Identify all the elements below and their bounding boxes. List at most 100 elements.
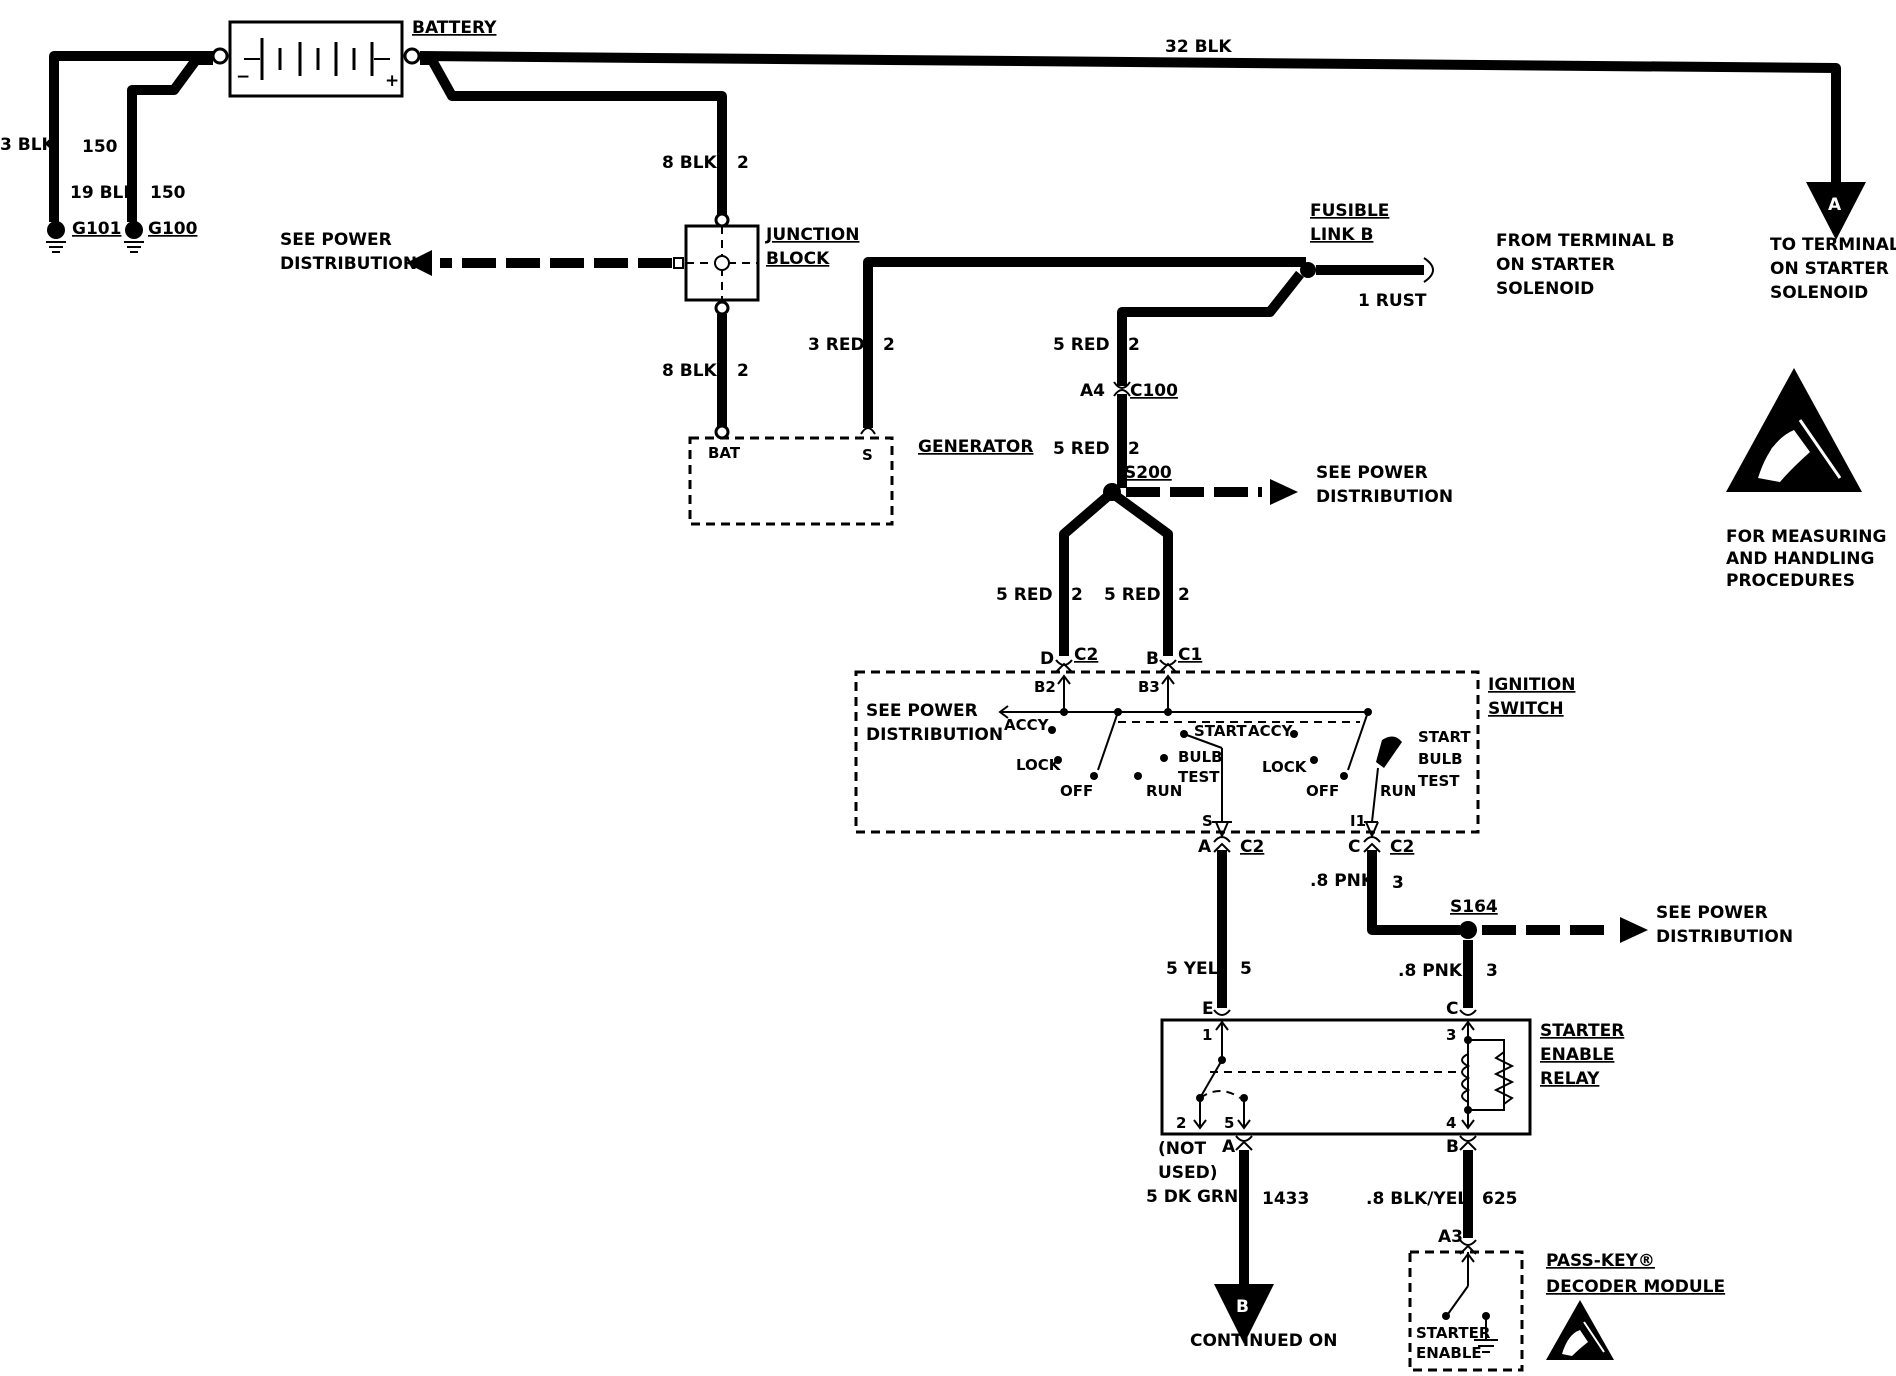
fusible-link-label1: FUSIBLE: [1310, 201, 1389, 221]
generator-wire-label: 3 RED: [808, 335, 865, 355]
battery: − +: [211, 20, 421, 98]
relay-pin-a: A: [1222, 1137, 1236, 1157]
s200-label: S200: [1124, 463, 1172, 483]
ground-g101-icon: [46, 221, 66, 253]
g101-circuit: 150: [82, 137, 118, 157]
ign-c2-label: C2: [1074, 645, 1098, 665]
relay-pin-b: B: [1446, 1137, 1459, 1157]
pnk-1-label: .8 PNK: [1310, 871, 1375, 891]
to-terminal-line3: SOLENOID: [1770, 283, 1868, 303]
relay-label2: ENABLE: [1540, 1045, 1614, 1065]
c100-pin: A4: [1080, 381, 1105, 401]
from-terminal-line3: SOLENOID: [1496, 279, 1594, 299]
ignition-label2: SWITCH: [1488, 699, 1564, 719]
pnk-2-circuit: 3: [1486, 961, 1498, 981]
continued-text: CONTINUED ON: [1190, 1331, 1337, 1351]
jb-bottom-circuit: 2: [737, 361, 749, 381]
s200-see-power-2: DISTRIBUTION: [1316, 487, 1453, 507]
esd-note-line1: FOR MEASURING: [1726, 527, 1886, 547]
starter-enable-relay-box: [1160, 1018, 1532, 1136]
junction-block: [673, 212, 760, 316]
g101-wire-label: 3 BLK: [0, 135, 56, 155]
battery-label: BATTERY: [412, 18, 497, 38]
relay-pin-1: 1: [1202, 1026, 1212, 1044]
from-terminal-line1: FROM TERMINAL B: [1496, 231, 1675, 251]
red-right-circuit: 2: [1178, 585, 1190, 605]
ign-out-i-inner: I1: [1350, 812, 1366, 830]
ign-off-2: OFF: [1306, 782, 1339, 800]
ign-b3: B3: [1138, 678, 1160, 696]
s164-see-power-1: SEE POWER: [1656, 903, 1768, 923]
ign-start-2: START: [1418, 728, 1471, 746]
from-terminal-line2: ON STARTER: [1496, 255, 1615, 275]
red-wire-2-label: 5 RED: [1053, 439, 1110, 459]
ign-out-i-conn: C2: [1390, 837, 1414, 857]
relay-pin-e: E: [1202, 999, 1214, 1019]
ign-c1-pin: B: [1146, 649, 1159, 669]
ign-see-power-2: DISTRIBUTION: [866, 725, 1003, 745]
yel-circuit: 5: [1240, 959, 1252, 979]
wire-5-red-left: [1059, 492, 1112, 656]
svg-text:−: −: [236, 67, 250, 87]
s200-see-power-1: SEE POWER: [1316, 463, 1428, 483]
relay-label3: RELAY: [1540, 1069, 1600, 1089]
relay-pin-c: C: [1446, 999, 1458, 1019]
ign-lock-1: LOCK: [1016, 756, 1062, 774]
red-wire-1-circuit: 2: [1128, 335, 1140, 355]
dkgrn-circuit: 1433: [1262, 1189, 1309, 1209]
ign-bulb-1: BULB: [1178, 748, 1223, 766]
to-terminal-a-arrow: A: [1806, 182, 1866, 240]
yel-label: 5 YEL: [1166, 959, 1219, 979]
jb-see-power-2: DISTRIBUTION: [280, 254, 417, 274]
wire-3-red: [863, 257, 1306, 428]
g100-label: G100: [148, 219, 198, 239]
jb-see-power-1: SEE POWER: [280, 230, 392, 250]
continued-b-arrow: B: [1214, 1284, 1274, 1344]
to-terminal-line1: TO TERMINAL B: [1770, 235, 1896, 255]
arrow-right-icon: [1270, 479, 1298, 505]
blkyel-circuit: 625: [1482, 1189, 1518, 1209]
ign-run-2: RUN: [1380, 782, 1416, 800]
ign-test-2: TEST: [1418, 772, 1460, 790]
svg-text:+: +: [385, 71, 399, 91]
battery-negative-terminal: [211, 47, 229, 65]
dkgrn-label: 5 DK GRN: [1146, 1187, 1238, 1207]
s164-see-power-2: DISTRIBUTION: [1656, 927, 1793, 947]
relay-label1: STARTER: [1540, 1021, 1624, 1041]
battery-32blk-label: 32 BLK: [1165, 37, 1232, 57]
relay-pin-4: 4: [1446, 1114, 1456, 1132]
passkey-module-box: [1408, 1250, 1524, 1372]
blkyel-label: .8 BLK/YEL: [1366, 1189, 1468, 1209]
relay-not-used-1: (NOT: [1158, 1139, 1206, 1159]
fusible-link-wire: 1 RUST: [1358, 291, 1427, 311]
s164-label: S164: [1450, 897, 1498, 917]
generator-s: S: [862, 446, 873, 464]
connector-c100-icon: [1113, 381, 1131, 397]
wire-8-pnk-1: [1367, 850, 1460, 935]
ign-out-s-pin: A: [1198, 837, 1212, 857]
ign-accy-1: ACCY: [1004, 716, 1050, 734]
jb-top-circuit: 2: [737, 153, 749, 173]
red-wire-2-circuit: 2: [1128, 439, 1140, 459]
passkey-label2: DECODER MODULE: [1546, 1277, 1725, 1297]
wire-g100: [127, 55, 213, 222]
ground-g100-icon: [124, 221, 144, 253]
ign-out-s-inner: S: [1202, 812, 1213, 830]
relay-internals: [1193, 1020, 1515, 1130]
ign-see-power-1: SEE POWER: [866, 701, 978, 721]
jb-top-wire-label: 8 BLK: [662, 153, 718, 173]
relay-pin-5: 5: [1224, 1114, 1234, 1132]
terminal-a-marker: A: [1828, 195, 1842, 215]
ign-off-1: OFF: [1060, 782, 1093, 800]
relay-not-used-2: USED): [1158, 1163, 1218, 1183]
ign-b2: B2: [1034, 678, 1056, 696]
wire-5-red-right: [1113, 491, 1173, 656]
esd-warning-icon: [1726, 368, 1862, 492]
generator-wire-circuit: 2: [883, 335, 895, 355]
generator-bat: BAT: [708, 444, 741, 462]
red-left-circuit: 2: [1071, 585, 1083, 605]
to-terminal-line2: ON STARTER: [1770, 259, 1889, 279]
arrow-right-icon: [1620, 917, 1648, 943]
ign-lock-2: LOCK: [1262, 758, 1308, 776]
